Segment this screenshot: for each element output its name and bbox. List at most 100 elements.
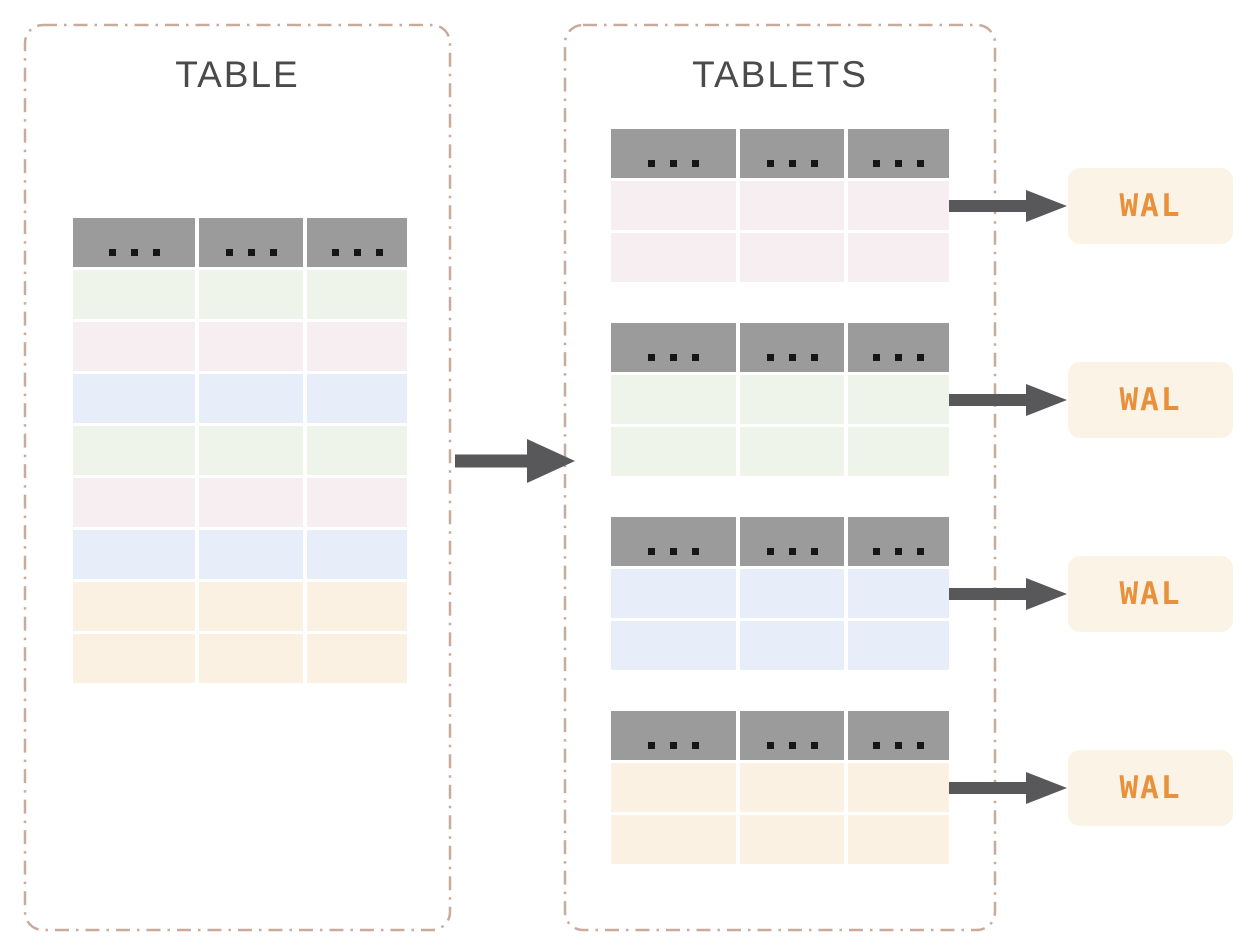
header-dot-icon [670,742,677,749]
table-cell [73,270,195,319]
wal-box: WAL [1068,362,1233,438]
header-dot-icon [692,354,699,361]
header-dot-icon [873,742,880,749]
wal-arrow-icon [1026,772,1067,804]
table-cell [740,427,844,476]
table-cell [199,322,303,371]
tablet-3 [611,517,949,670]
table-header-cell [740,129,844,178]
table-cell [740,233,844,282]
header-dot-icon [648,548,655,555]
table-header-cell [73,218,195,267]
main-split-arrow-icon [527,439,575,483]
header-dot-icon [810,742,818,749]
table-cell [73,478,195,527]
table-cell [73,374,195,423]
table-panel-title: TABLE [175,54,300,95]
table-cell [307,478,407,527]
table-cell [199,530,303,579]
table-cell [611,621,736,670]
table-cell [199,634,303,683]
table-cell [848,233,949,282]
table-header-cell [611,323,736,372]
table-cell [307,634,407,683]
table-cell [740,181,844,230]
table-cell [848,375,949,424]
table-cell [848,569,949,618]
table-cell [611,815,736,864]
header-dot-icon [810,354,818,361]
table-cell [611,763,736,812]
header-dot-icon [788,354,796,361]
table-header-cell [848,323,949,372]
tablet-1 [611,129,949,282]
header-dot-icon [692,742,699,749]
header-dot-icon [917,742,924,749]
source-table-grid [73,218,407,683]
wal-arrow-icon [1026,384,1067,416]
table-header-cell [848,517,949,566]
table-cell [199,374,303,423]
table-header-cell [740,323,844,372]
table-cell [740,621,844,670]
header-dot-icon [269,249,277,256]
table-cell [73,322,195,371]
header-dot-icon [788,742,796,749]
table-cell [73,426,195,475]
header-dot-icon [917,160,924,167]
tablet-2 [611,323,949,476]
header-dot-icon [108,249,116,256]
header-dot-icon [917,354,924,361]
header-dot-icon [766,160,774,167]
header-dot-icon [353,249,361,256]
table-header-cell [740,711,844,760]
table-cell [199,270,303,319]
table-cell [307,374,407,423]
header-dot-icon [917,548,924,555]
table-header-cell [307,218,407,267]
table-cell [199,478,303,527]
table-cell [73,634,195,683]
header-dot-icon [766,354,774,361]
header-dot-icon [810,160,818,167]
header-dot-icon [648,160,655,167]
table-cell [611,181,736,230]
table-cell [307,322,407,371]
header-dot-icon [130,249,138,256]
tablets-panel-title: TABLETS [692,54,868,95]
header-dot-icon [152,249,160,256]
table-header-cell [848,711,949,760]
table-cell [199,426,303,475]
header-dot-icon [375,249,383,256]
header-dot-icon [788,160,796,167]
tablet-4 [611,711,949,864]
table-cell [848,815,949,864]
wal-arrow-icon [1026,190,1067,222]
table-cell [307,426,407,475]
table-cell [73,582,195,631]
table-header-cell [611,129,736,178]
table-cell [740,815,844,864]
table-cell [848,763,949,812]
table-cell [740,569,844,618]
table-cell [307,530,407,579]
header-dot-icon [895,160,902,167]
table-header-cell [611,711,736,760]
wal-arrow-icon [1026,578,1067,610]
table-cell [740,375,844,424]
header-dot-icon [895,742,902,749]
header-dot-icon [225,249,233,256]
header-dot-icon [692,160,699,167]
table-cell [611,233,736,282]
table-cell [73,530,195,579]
header-dot-icon [873,354,880,361]
header-dot-icon [873,548,880,555]
header-dot-icon [895,354,902,361]
header-dot-icon [331,249,339,256]
table-header-cell [740,517,844,566]
table-cell [611,375,736,424]
table-header-cell [611,517,736,566]
table-header-cell [848,129,949,178]
header-dot-icon [648,742,655,749]
